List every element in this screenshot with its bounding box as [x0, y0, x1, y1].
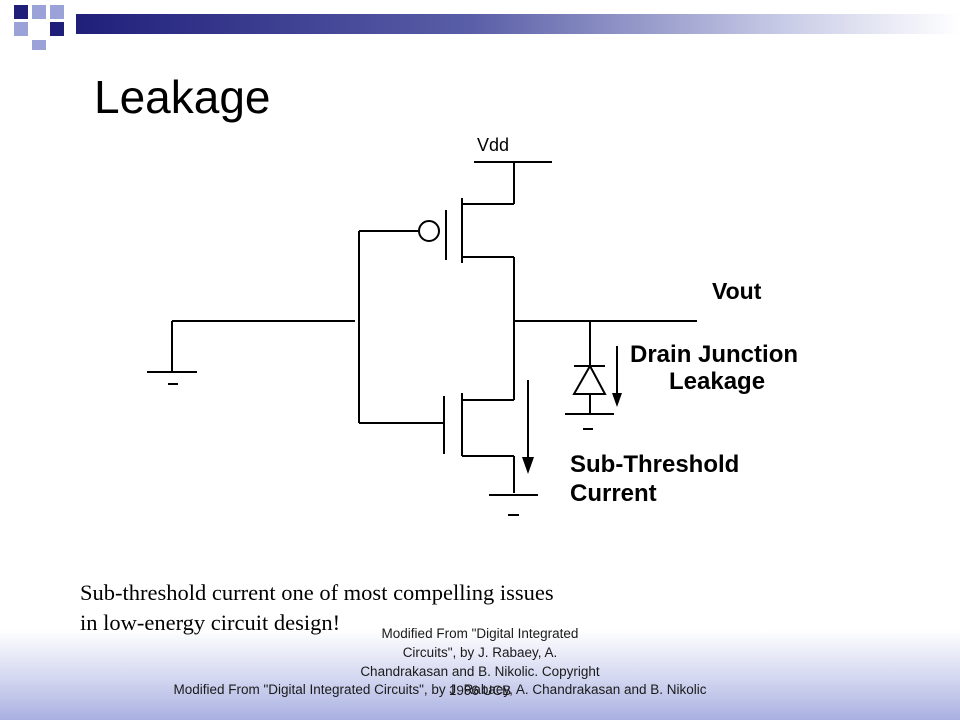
copyright-line: Circuits", by J. Rabaey, A.: [402, 645, 558, 660]
header-square: [14, 5, 28, 19]
body-line: Sub-threshold current one of most compel…: [80, 580, 554, 605]
vout-label: Vout: [712, 278, 762, 304]
vdd-label: Vdd: [477, 135, 509, 155]
copyright-line: 1996 UCB: [448, 683, 512, 698]
copyright-note: Modified From "Digital Integrated Circui…: [330, 624, 630, 700]
header-gradient-bar: [76, 14, 960, 34]
copyright-line: Modified From "Digital Integrated: [381, 626, 579, 641]
diode-triangle: [572, 363, 607, 395]
subthreshold-label: Sub-Threshold: [570, 451, 739, 478]
slide-footer: Modified From "Digital Integrated Circui…: [173, 682, 707, 697]
header-decoration: [14, 5, 960, 50]
slide-title: Leakage: [94, 71, 271, 123]
pmos-bubble: [418, 220, 440, 242]
header-square: [14, 22, 28, 36]
drain-leakage-arrow-head: [612, 393, 622, 407]
subthreshold-arrow-head: [522, 457, 534, 474]
body-line: in low-energy circuit design!: [80, 610, 341, 635]
current-label: Current: [570, 480, 657, 507]
drain-junction-label: Drain Junction: [630, 341, 798, 368]
drain-leakage-label: Leakage: [669, 368, 765, 395]
header-square: [32, 5, 46, 19]
copyright-line: Chandrakasan and B. Nikolic. Copyright: [360, 664, 600, 679]
header-square: [32, 40, 46, 50]
slide-body: Sub-threshold current one of most compel…: [80, 578, 680, 638]
header-square: [50, 22, 64, 36]
footer-gradient: [0, 630, 960, 720]
header-square: [50, 5, 64, 19]
